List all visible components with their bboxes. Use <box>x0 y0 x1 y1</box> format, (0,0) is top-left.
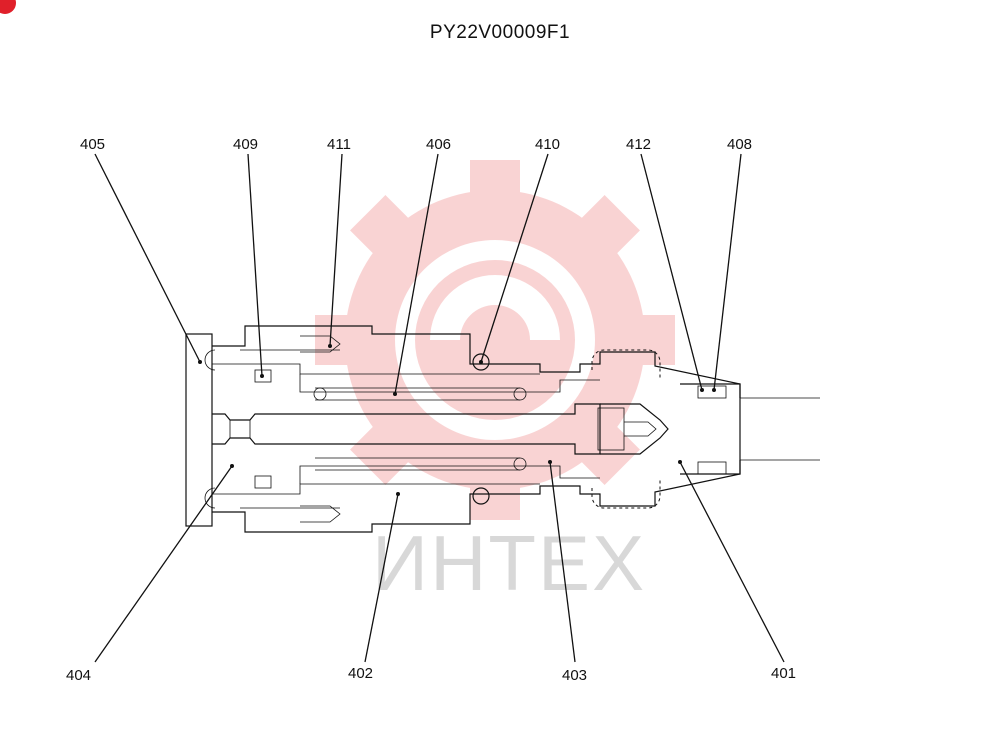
o-ring-410 <box>472 353 490 505</box>
label-412: 412 <box>626 136 651 153</box>
part-cap-405 <box>185 333 213 527</box>
label-402: 402 <box>348 665 373 682</box>
label-408: 408 <box>727 136 752 153</box>
housing-body <box>212 325 741 533</box>
diagram-title: PY22V00009F1 <box>429 22 571 43</box>
corner-badge-icon <box>0 0 16 14</box>
spring-406 <box>313 387 527 471</box>
leader-lines <box>94 153 785 663</box>
label-406: 406 <box>426 136 451 153</box>
watermark-text: ИНТЕХ <box>372 519 646 607</box>
sleeve-dashed <box>591 349 661 509</box>
seal-409 <box>254 369 272 489</box>
poppet-tip <box>597 403 669 455</box>
seal-411 <box>204 335 341 523</box>
label-411: 411 <box>327 136 351 153</box>
label-410: 410 <box>535 136 560 153</box>
label-404: 404 <box>66 667 91 684</box>
label-403: 403 <box>562 667 587 684</box>
spool-404 <box>212 403 601 455</box>
end-nut-401 <box>680 383 820 475</box>
label-405: 405 <box>80 136 105 153</box>
label-401: 401 <box>771 665 796 682</box>
label-409: 409 <box>233 136 258 153</box>
